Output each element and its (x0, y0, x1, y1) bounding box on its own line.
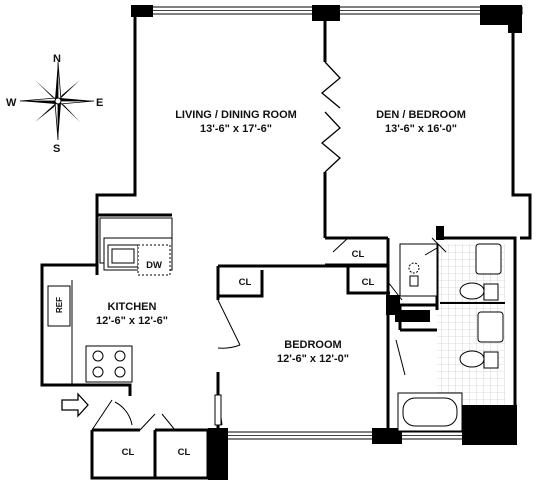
entry-arrow-icon (61, 392, 89, 418)
kitchen-name: KITCHEN (108, 301, 157, 313)
bedroom-sliding-door (214, 394, 222, 426)
east-wall-upper (511, 10, 532, 240)
compass-rose-icon (19, 61, 95, 141)
folding-doors (320, 61, 341, 173)
wall-stubs (386, 226, 444, 322)
closet-label-bedroom-west: CL (239, 277, 252, 288)
refrigerator-label: REF (55, 297, 64, 313)
south-wall-west (90, 428, 222, 480)
compass-west-label: W (6, 97, 17, 109)
bathroom-fixtures (397, 243, 505, 432)
closet-label-bedroom-east: CL (362, 277, 375, 288)
compass-north-label: N (53, 53, 61, 65)
bedroom-size: 12'-6" x 12'-0" (277, 353, 349, 365)
kitchen-fixtures (47, 217, 173, 385)
den-name: DEN / BEDROOM (376, 109, 466, 121)
dishwasher-label: DW (146, 260, 162, 271)
kitchen-size: 12'-6" x 12'-6" (96, 315, 168, 327)
living-room-size: 13'-6" x 17'-6" (200, 123, 272, 135)
dishwasher (137, 244, 171, 276)
vanity-lower (477, 311, 504, 343)
compass-south-label: S (53, 143, 60, 155)
closet-label-entry-west: CL (122, 447, 135, 458)
living-room-name: LIVING / DINING ROOM (175, 109, 297, 121)
bedroom-name: BEDROOM (284, 339, 341, 351)
utility-fixture (399, 243, 438, 297)
closet-label-entry-east: CL (178, 447, 191, 458)
compass-east-label: E (96, 97, 103, 109)
south-windows (208, 405, 517, 480)
toilet-upper (459, 282, 485, 300)
east-wall-lower (505, 236, 517, 440)
vanity-upper (475, 243, 502, 275)
toilet-lower (459, 350, 485, 368)
range (85, 345, 133, 383)
closet-label-den: CL (352, 249, 365, 260)
den-size: 13'-6" x 16'-0" (385, 123, 457, 135)
refrigerator (47, 285, 71, 327)
north-windows (131, 5, 523, 33)
west-wall (40, 10, 137, 387)
